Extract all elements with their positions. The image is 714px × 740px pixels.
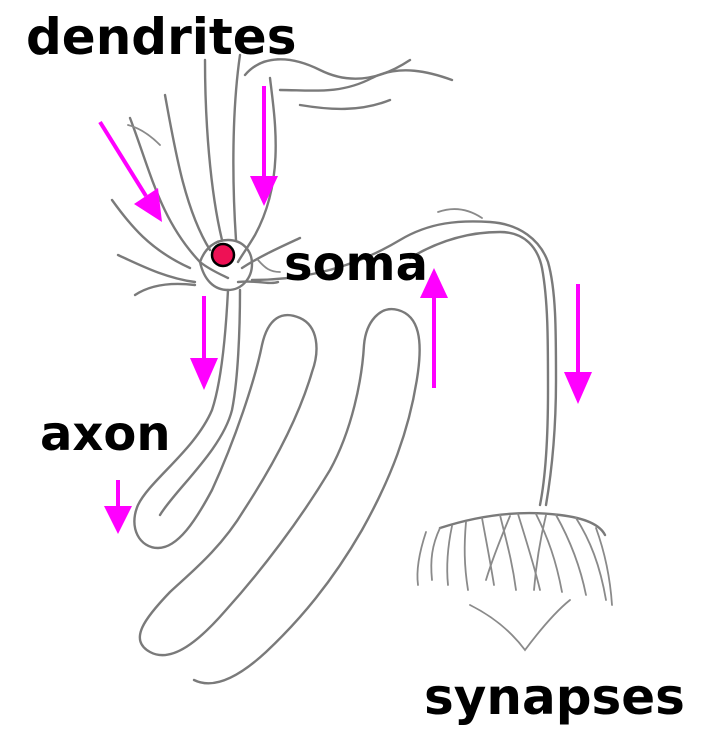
synaptic-terminals — [417, 513, 612, 605]
synapses-label: synapses — [424, 672, 685, 722]
synapse-pointer-bracket — [470, 600, 570, 650]
arrow-soma-to-axon — [190, 296, 218, 390]
arrow-dendrite-in-diagonal — [100, 122, 162, 222]
soma-nucleus-dot — [212, 244, 234, 266]
arrow-axon-to-synapses — [564, 284, 592, 404]
signal-flow-arrows — [100, 86, 592, 534]
dendrites-label: dendrites — [26, 12, 296, 62]
soma-label: soma — [284, 240, 428, 288]
arrow-axon-down — [104, 480, 132, 534]
axon-label: axon — [40, 410, 171, 458]
